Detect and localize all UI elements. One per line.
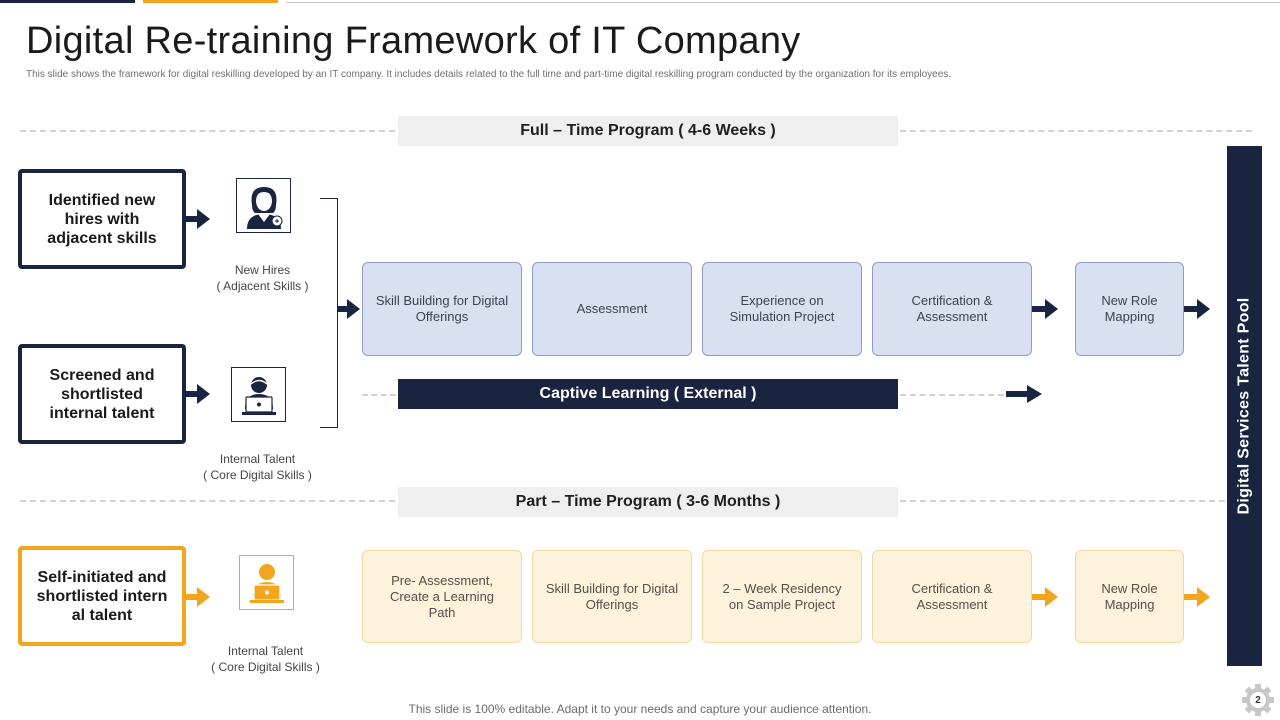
full-time-step-2: Assessment bbox=[532, 262, 692, 356]
divider-dashed bbox=[362, 394, 396, 396]
laptop-user-icon bbox=[231, 367, 286, 422]
talent-pool-bar: Digital Services Talent Pool bbox=[1227, 146, 1262, 666]
captive-learning-label: Captive Learning ( External ) bbox=[398, 379, 898, 409]
input-new-hires-caption: New Hires ( Adjacent Skills ) bbox=[216, 263, 309, 293]
arrow-right-icon bbox=[186, 384, 210, 404]
page-number-badge: 2 bbox=[1241, 683, 1275, 717]
arrow-right-icon bbox=[1184, 299, 1210, 319]
full-time-program-label: Full – Time Program ( 4-6 Weeks ) bbox=[398, 116, 898, 146]
footer-note: This slide is 100% editable. Adapt it to… bbox=[408, 702, 872, 716]
arrow-right-icon bbox=[186, 209, 210, 229]
input-self-initiated-caption: Internal Talent ( Core Digital Skills ) bbox=[211, 644, 320, 674]
talent-pool-label: Digital Services Talent Pool bbox=[1235, 297, 1253, 515]
divider-dashed bbox=[20, 500, 395, 502]
part-time-step-2: Skill Building for Digital Offerings bbox=[532, 550, 692, 643]
gear-icon bbox=[1242, 684, 1274, 716]
arrow-right-icon bbox=[338, 299, 360, 319]
full-time-step-3: Experience on Simulation Project bbox=[702, 262, 862, 356]
orange-arrow-right-icon bbox=[1032, 587, 1058, 607]
part-time-program-label: Part – Time Program ( 3-6 Months ) bbox=[398, 487, 898, 517]
divider-dashed bbox=[900, 130, 1252, 132]
page-number: 2 bbox=[1255, 694, 1261, 706]
input-internal-talent-caption: Internal Talent ( Core Digital Skills ) bbox=[203, 452, 312, 482]
top-accent-line bbox=[286, 2, 1280, 3]
arrow-right-icon bbox=[1032, 299, 1058, 319]
woman-user-icon bbox=[236, 178, 291, 233]
divider-dashed bbox=[900, 394, 1004, 396]
full-time-new-role-mapping: New Role Mapping bbox=[1075, 262, 1184, 356]
input-new-hires-box: Identified new hires with adjacent skill… bbox=[18, 169, 186, 269]
part-time-new-role-mapping: New Role Mapping bbox=[1075, 550, 1184, 643]
arrow-right-icon bbox=[1006, 385, 1042, 403]
divider-dashed bbox=[900, 500, 1225, 502]
full-time-step-4: Certification & Assessment bbox=[872, 262, 1032, 356]
full-time-step-1: Skill Building for Digital Offerings bbox=[362, 262, 522, 356]
input-self-initiated-box: Self-initiated and shortlisted intern al… bbox=[18, 546, 186, 646]
top-accent-orange bbox=[143, 0, 278, 3]
merge-bracket bbox=[320, 198, 338, 428]
orange-laptop-user-icon bbox=[239, 555, 294, 610]
divider-dashed bbox=[20, 130, 395, 132]
part-time-step-1: Pre- Assessment, Create a Learning Path bbox=[362, 550, 522, 643]
input-internal-talent-box: Screened and shortlisted internal talent bbox=[18, 344, 186, 444]
page-title: Digital Re-training Framework of IT Comp… bbox=[26, 20, 801, 62]
page-subtitle: This slide shows the framework for digit… bbox=[26, 69, 952, 80]
part-time-step-3: 2 – Week Residency on Sample Project bbox=[702, 550, 862, 643]
orange-arrow-right-icon bbox=[186, 587, 210, 607]
part-time-step-4: Certification & Assessment bbox=[872, 550, 1032, 643]
orange-arrow-right-icon bbox=[1184, 587, 1210, 607]
top-accent-navy bbox=[0, 0, 135, 3]
